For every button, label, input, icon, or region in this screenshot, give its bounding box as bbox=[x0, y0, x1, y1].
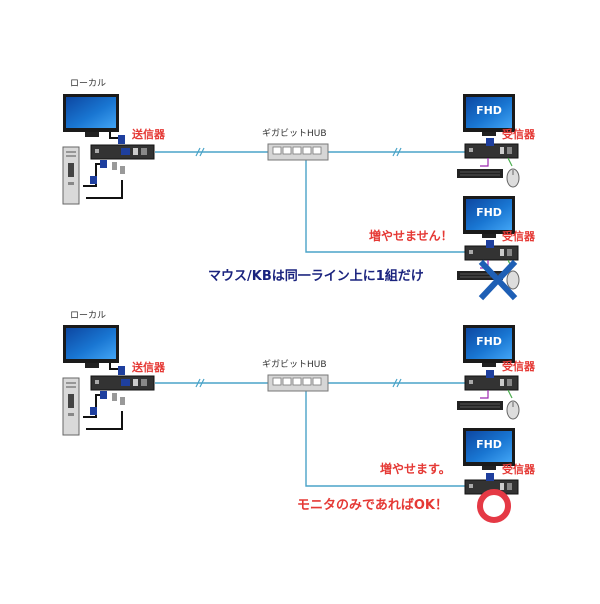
local-label: ローカル bbox=[70, 79, 107, 89]
receiver-1-monitor-text: FHD bbox=[476, 335, 502, 348]
sender-label: 送信器 bbox=[132, 128, 165, 141]
receiver-2-monitor bbox=[463, 428, 515, 470]
transmitter-device bbox=[90, 144, 155, 160]
receiver-1-device bbox=[464, 138, 519, 159]
receiver-1-peripheral-cables bbox=[480, 157, 513, 167]
ok-circle bbox=[477, 489, 511, 523]
note-text: モニタのみであればOK！ bbox=[297, 498, 448, 513]
receiver-2-monitor bbox=[463, 196, 515, 238]
keyboard bbox=[457, 401, 503, 410]
receiver-1-monitor-text: FHD bbox=[476, 104, 502, 117]
receiver-2-monitor-text: FHD bbox=[476, 206, 502, 219]
note-text: マウス/KBは同一ライン上に1組だけ bbox=[208, 269, 424, 284]
gigabit-hub bbox=[267, 374, 329, 392]
transmitter-device bbox=[90, 375, 155, 391]
warning-text: 増やせません！ bbox=[369, 229, 453, 243]
local-label: ローカル bbox=[70, 311, 107, 321]
receiver-1-monitor bbox=[463, 94, 515, 136]
receiver-1-label: 受信器 bbox=[502, 360, 535, 373]
hub-label: ギガビットHUB bbox=[262, 360, 327, 370]
receiver-1-device bbox=[464, 370, 519, 391]
receiver-2-monitor-text: FHD bbox=[476, 438, 502, 451]
mouse bbox=[506, 400, 520, 420]
receiver-2-label: 受信器 bbox=[502, 230, 535, 243]
gigabit-hub bbox=[267, 143, 329, 161]
pc-tower bbox=[62, 377, 80, 436]
local-monitor bbox=[63, 94, 119, 137]
scenario-bottom bbox=[62, 325, 520, 523]
network-cables bbox=[155, 382, 465, 487]
sender-label: 送信器 bbox=[132, 361, 165, 374]
cable-break-marks bbox=[195, 378, 402, 388]
network-cables bbox=[155, 151, 465, 253]
cable-break-marks bbox=[195, 147, 402, 157]
scenario-top bbox=[62, 94, 520, 301]
receiver-1-monitor bbox=[463, 325, 515, 367]
ok-text: 増やせます。 bbox=[380, 462, 451, 476]
connectors bbox=[90, 366, 125, 415]
not-allowed-cross bbox=[478, 259, 518, 301]
receiver-1-peripheral-cables bbox=[480, 389, 513, 399]
pc-tower bbox=[62, 146, 80, 205]
receiver-2-device bbox=[464, 240, 519, 261]
hub-label: ギガビットHUB bbox=[262, 129, 327, 139]
receiver-2-label: 受信器 bbox=[502, 463, 535, 476]
local-monitor bbox=[63, 325, 119, 368]
mouse bbox=[506, 168, 520, 188]
receiver-1-label: 受信器 bbox=[502, 128, 535, 141]
connectors bbox=[90, 135, 125, 184]
keyboard bbox=[457, 169, 503, 178]
